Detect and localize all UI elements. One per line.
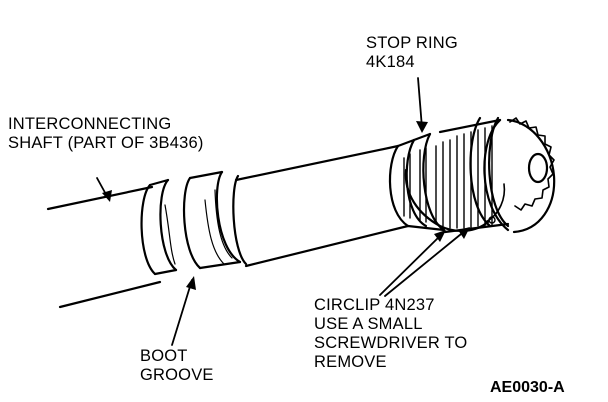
stop-ring xyxy=(388,132,446,232)
boot-groove-ring-right xyxy=(182,170,248,270)
splined-end xyxy=(438,116,556,234)
label-stop-ring-line1: STOP RING xyxy=(366,34,458,52)
label-circlip-line3: SCREWDRIVER TO xyxy=(314,334,468,352)
label-shaft-line1: INTERCONNECTING xyxy=(8,115,172,133)
label-stop-ring-line2: 4K184 xyxy=(366,53,415,71)
boot-groove-ring-left xyxy=(140,178,178,276)
figure-id: AE0030-A xyxy=(490,379,565,396)
label-circlip-line4: REMOVE xyxy=(314,353,387,371)
shaft-body xyxy=(46,144,410,309)
label-boot-groove-line2: GROOVE xyxy=(140,366,214,384)
circlip xyxy=(404,168,506,232)
label-circlip-line1: CIRCLIP 4N237 xyxy=(314,296,435,314)
spline-teeth xyxy=(403,125,493,229)
label-shaft-line2: SHAFT (PART OF 3B436) xyxy=(8,134,204,152)
label-boot-groove-line1: BOOT xyxy=(140,347,188,365)
leader-lines xyxy=(96,77,467,346)
label-circlip-line2: USE A SMALL xyxy=(314,315,423,333)
arrowheads xyxy=(102,121,470,290)
